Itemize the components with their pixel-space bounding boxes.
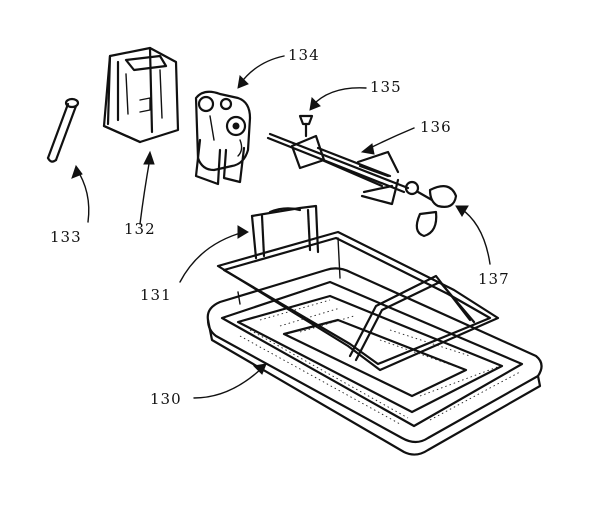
reference-labels: 133 132 134 135 136 137 131 130	[50, 46, 510, 408]
label-132: 132	[124, 220, 156, 238]
leader-131	[179, 231, 245, 283]
pan-part	[206, 267, 543, 456]
leader-134	[239, 55, 285, 85]
screw-part	[298, 114, 314, 138]
leader-136	[365, 127, 415, 151]
leader-137	[459, 207, 491, 265]
leader-132	[139, 157, 151, 225]
housing-part	[102, 46, 180, 144]
label-137: 137	[478, 270, 510, 288]
label-136: 136	[420, 118, 452, 136]
label-131: 131	[140, 286, 172, 304]
rack-part	[216, 204, 500, 372]
label-135: 135	[370, 78, 402, 96]
leader-130	[193, 367, 263, 399]
label-130: 130	[150, 390, 182, 408]
label-133: 133	[50, 228, 82, 246]
label-134: 134	[288, 46, 320, 64]
spit-part	[266, 132, 410, 206]
leader-arrows	[71, 55, 491, 399]
knob-part	[404, 180, 458, 238]
leader-135	[311, 87, 367, 107]
motor-part	[194, 90, 252, 186]
pin-part	[46, 97, 80, 163]
